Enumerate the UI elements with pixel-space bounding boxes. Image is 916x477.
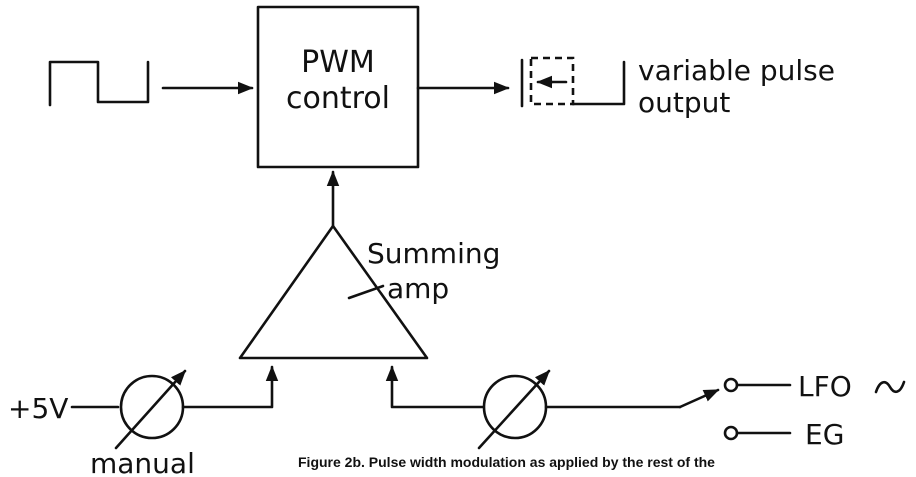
variable-pulse-icon xyxy=(520,56,626,108)
switch-lever xyxy=(678,388,720,409)
manual-pot-icon xyxy=(114,369,187,450)
lfo-terminal-icon xyxy=(723,377,739,393)
eg-terminal-icon xyxy=(723,425,739,441)
summing-amp-triangle xyxy=(238,224,429,360)
modulation-pot-icon xyxy=(477,369,551,450)
wire-pot-to-amp xyxy=(385,365,485,409)
amp-label-leader xyxy=(347,284,385,300)
pwm-label: PWM xyxy=(301,45,375,80)
manual-label: manual xyxy=(90,447,195,477)
sine-wave-icon xyxy=(874,380,906,394)
control-label: control xyxy=(286,81,390,116)
summing-label: Summing xyxy=(367,237,500,270)
figure-caption: Figure 2b. Pulse width modulation as app… xyxy=(298,454,715,470)
plus-5v-label: +5V xyxy=(8,392,68,425)
wire-manual-to-amp xyxy=(181,365,279,409)
variable-pulse-label: variable pulse xyxy=(638,54,835,87)
eg-label: EG xyxy=(805,418,844,451)
output-label: output xyxy=(638,86,730,119)
square-wave-input-icon xyxy=(48,60,150,107)
lfo-label: LFO xyxy=(798,370,852,403)
amp-label: amp xyxy=(387,272,449,305)
